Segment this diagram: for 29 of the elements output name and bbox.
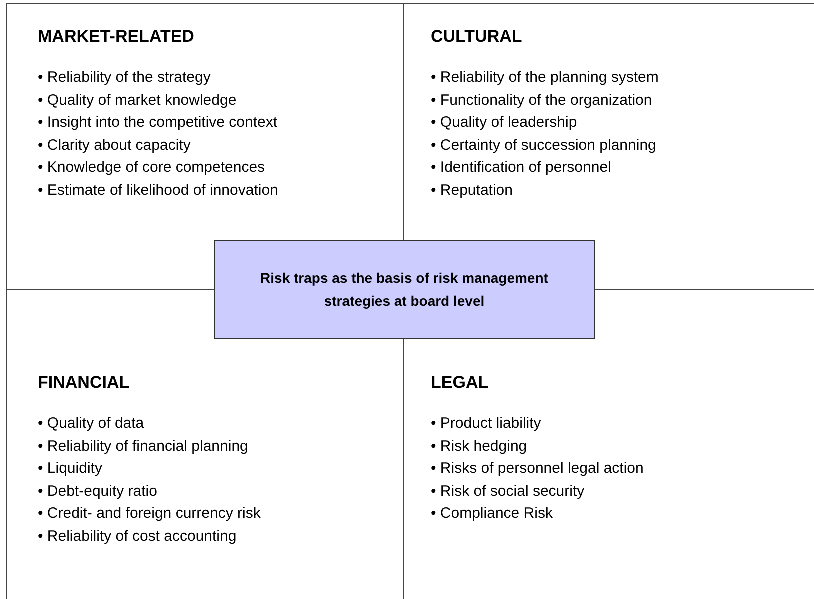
bullet-item: • Reliability of financial planning bbox=[38, 436, 248, 456]
bullet-item: • Debt-equity ratio bbox=[38, 482, 158, 502]
bullet-item: • Reliability of the strategy bbox=[38, 68, 211, 88]
central-box bbox=[214, 240, 595, 339]
bullet-item: • Clarity about capacity bbox=[38, 136, 191, 156]
bullet-item: • Knowledge of core competences bbox=[38, 158, 266, 178]
bullet-item: • Functionality of the organization bbox=[431, 90, 652, 110]
bullet-item: • Compliance Risk bbox=[431, 504, 553, 524]
bullet-item: • Risk of social security bbox=[431, 482, 585, 502]
bullet-item: • Reliability of cost accounting bbox=[38, 526, 237, 546]
bullet-item: • Reliability of the planning system bbox=[431, 68, 659, 88]
bullet-item: • Estimate of likelihood of innovation bbox=[38, 180, 278, 200]
bullet-item: • Product liability bbox=[431, 414, 542, 434]
bullet-item: • Risk hedging bbox=[431, 436, 528, 456]
bullet-item: • Reputation bbox=[431, 180, 513, 200]
bullet-item: • Insight into the competitive context bbox=[38, 113, 278, 133]
quadrant-heading: CULTURAL bbox=[431, 27, 522, 47]
bullet-item: • Identification of personnel bbox=[431, 158, 612, 178]
quadrant-heading: LEGAL bbox=[431, 373, 489, 393]
quadrant-heading: MARKET-RELATED bbox=[38, 27, 194, 47]
central-title: Risk traps as the basis of risk management strategies at board level bbox=[260, 268, 550, 311]
bullet-item: • Quality of data bbox=[38, 414, 144, 434]
bullet-item: • Quality of leadership bbox=[431, 113, 578, 133]
bullet-item: • Liquidity bbox=[38, 459, 102, 479]
bullet-item: • Certainty of succession planning bbox=[431, 136, 656, 156]
bullet-item: • Quality of market knowledge bbox=[38, 90, 237, 110]
bullet-item: • Credit- and foreign currency risk bbox=[38, 504, 261, 524]
bullet-item: • Risks of personnel legal action bbox=[431, 459, 644, 479]
quadrant-heading: FINANCIAL bbox=[38, 373, 130, 393]
